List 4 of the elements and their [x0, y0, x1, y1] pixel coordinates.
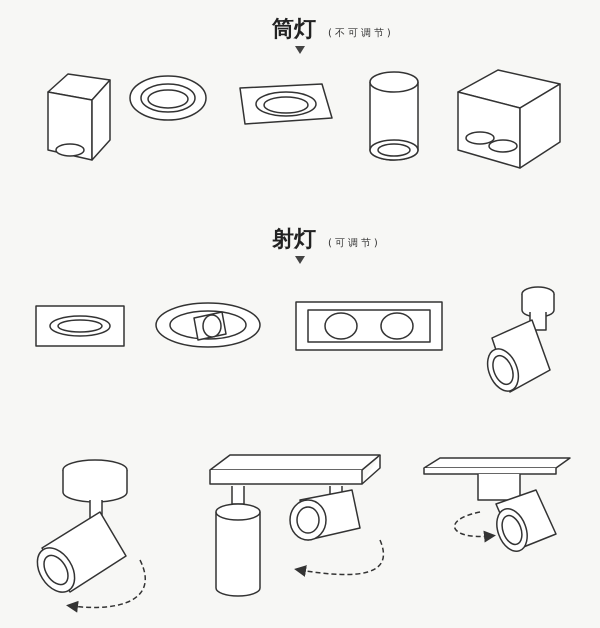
heading: 筒灯	[272, 16, 316, 44]
heading: 射灯	[272, 226, 316, 254]
subheading: (可调节)	[328, 236, 381, 250]
subheading: (不可调节)	[328, 26, 394, 40]
